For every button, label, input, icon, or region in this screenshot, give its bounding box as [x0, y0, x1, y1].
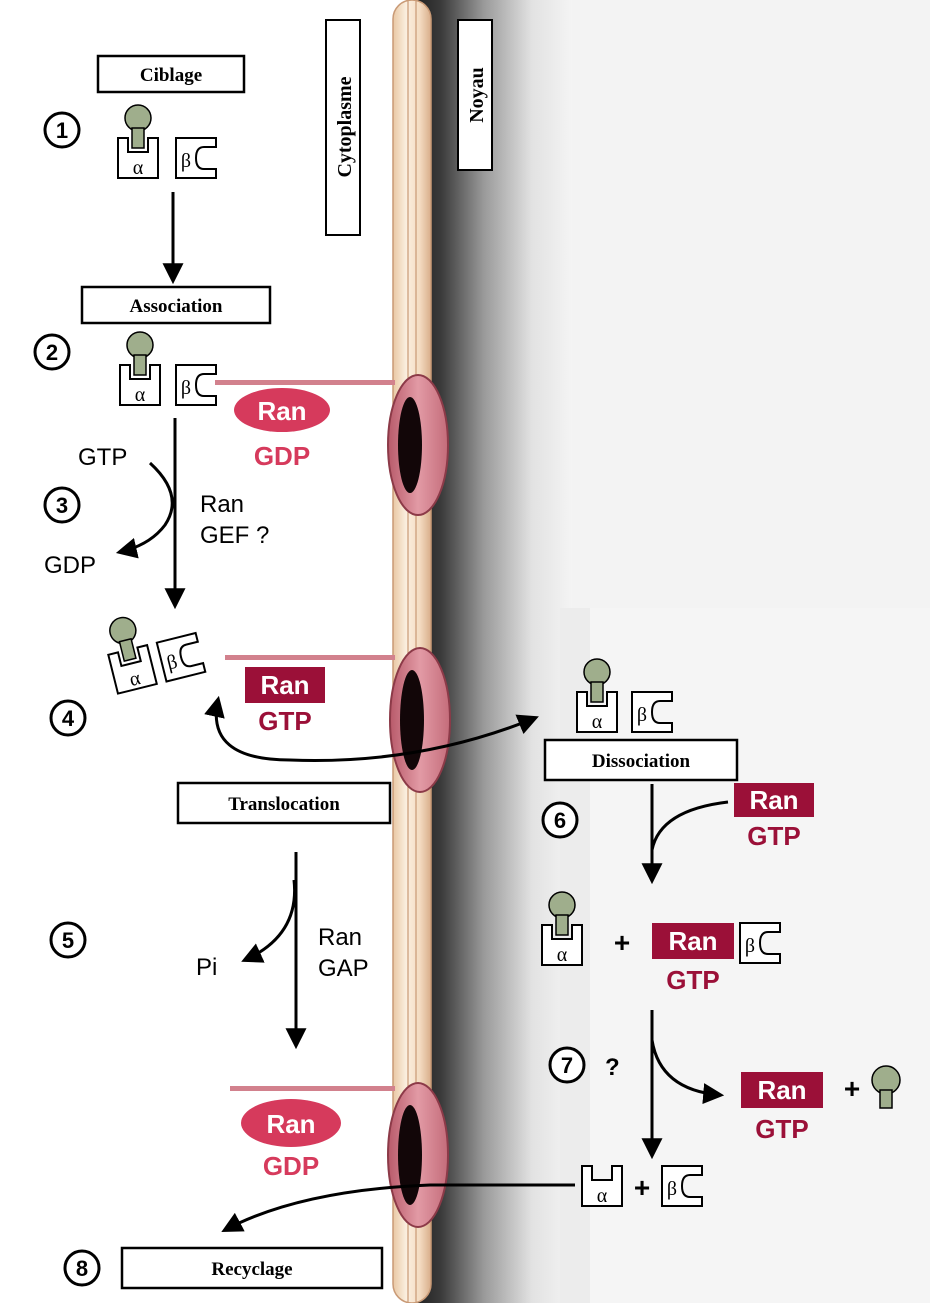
ran-gef-label-line1: Ran [200, 491, 244, 518]
beta-label: β [745, 935, 755, 957]
alpha-label: α [592, 711, 603, 733]
step-5: 5 Pi Ran GAP [51, 852, 369, 1045]
nucleus-region [412, 0, 930, 1303]
gtp-in-label: GTP [78, 444, 127, 471]
ran-gtp-name: Ran [260, 670, 309, 700]
ran-gtp-label: GTP [666, 965, 719, 995]
cargo-icon [549, 892, 575, 918]
nucleus-label-box: Noyau [458, 20, 492, 170]
step-7-question: ? [605, 1054, 620, 1081]
plus-sign: + [844, 1073, 860, 1104]
cargo-icon [584, 659, 610, 685]
cytoplasm-label: Cytoplasme [334, 76, 356, 177]
ran-gap-label-line2: GAP [318, 955, 369, 982]
step-3: 3 GTP GDP Ran GEF ? [44, 418, 269, 605]
cargo-icon [127, 332, 153, 358]
pore-filament-bottom [230, 1086, 395, 1091]
cargo-icon [125, 105, 151, 131]
alpha-label: α [133, 157, 144, 179]
step-1-title: Ciblage [140, 65, 202, 86]
ran-gdp-label: GDP [254, 441, 310, 471]
pore-filament-middle [225, 655, 395, 660]
step-3-number: 3 [56, 493, 68, 518]
ran-gdp-name: Ran [257, 396, 306, 426]
alpha-label: α [557, 944, 568, 966]
ran-gef-label-line2: GEF ? [200, 522, 269, 549]
ran-gtp-1: Ran GTP [245, 667, 325, 736]
nuclear-pore-middle [390, 648, 450, 792]
pi-out-label: Pi [196, 954, 217, 981]
ran-gdp-2: Ran GDP [241, 1099, 341, 1181]
step-7-number: 7 [561, 1053, 573, 1078]
importin-complex-2: α β [120, 332, 216, 406]
beta-label: β [181, 150, 191, 172]
step-1: 1 Ciblage α β [45, 56, 244, 280]
ran-gtp-name: Ran [749, 785, 798, 815]
step-2-number: 2 [46, 340, 58, 365]
step-6-title: Dissociation [592, 751, 691, 772]
ran-gdp-label: GDP [263, 1151, 319, 1181]
importin-complex-4: α β [100, 601, 205, 695]
step-4-title: Translocation [228, 794, 340, 815]
plus-sign: + [614, 927, 630, 958]
nucleus-label: Noyau [466, 67, 488, 123]
beta-label: β [181, 377, 191, 399]
step-8-title: Recyclage [211, 1259, 292, 1280]
beta-label: β [637, 704, 647, 726]
ran-gap-label-line1: Ran [318, 924, 362, 951]
step-8-number: 8 [76, 1256, 88, 1281]
alpha-label: α [135, 384, 146, 406]
gdp-out-label: GDP [44, 552, 96, 579]
step-5-number: 5 [62, 928, 74, 953]
importin-beta-icon [157, 633, 205, 681]
nuclear-pore-bottom [388, 1083, 448, 1227]
importin-complex-1: α β [118, 105, 216, 179]
step-1-number: 1 [56, 118, 68, 143]
ran-gdp-name: Ran [266, 1109, 315, 1139]
step-6-number: 6 [554, 808, 566, 833]
beta-label: β [667, 1178, 677, 1200]
step-2-title: Association [130, 296, 223, 317]
pore-filament-top [215, 380, 395, 385]
ran-gtp-label: GTP [747, 821, 800, 851]
step-4-number: 4 [62, 706, 75, 731]
cytoplasm-label-box: Cytoplasme [326, 20, 360, 235]
alpha-label: α [597, 1185, 608, 1207]
ran-gtp-label: GTP [258, 706, 311, 736]
plus-sign: + [634, 1172, 650, 1203]
ran-gtp-name: Ran [757, 1075, 806, 1105]
ran-gtp-label: GTP [755, 1114, 808, 1144]
ran-gdp-1: Ran GDP [234, 388, 330, 471]
step-8: 8 Recyclage [65, 1248, 382, 1288]
nuclear-pore-top [388, 375, 448, 515]
ran-gtp-name: Ran [668, 926, 717, 956]
